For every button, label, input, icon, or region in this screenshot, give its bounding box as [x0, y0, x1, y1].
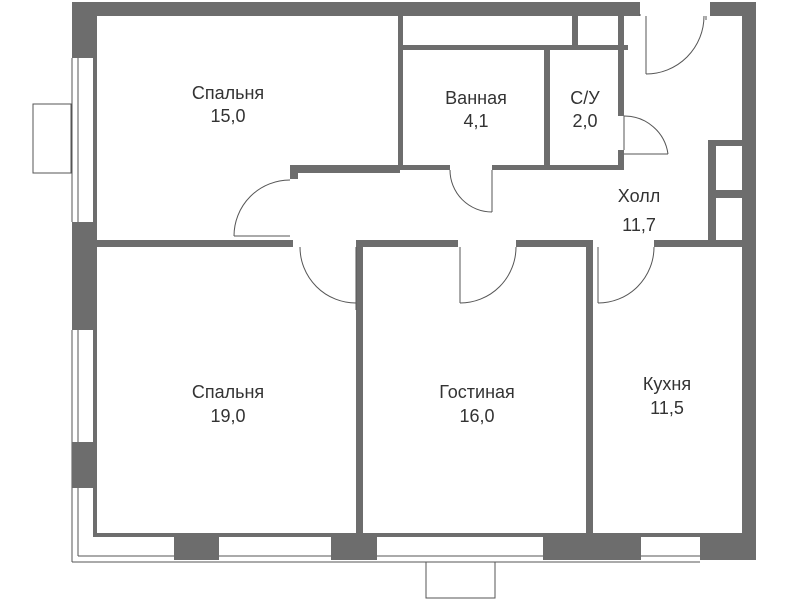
wall-wc-right	[618, 16, 624, 116]
wall-left-low	[72, 442, 97, 488]
wall-wc-right-low	[618, 150, 624, 170]
room-name: Ванная	[445, 88, 507, 108]
room-bedroom-1: Спальня 15,0	[192, 83, 264, 126]
wall-living-top	[356, 240, 458, 247]
bottom-balcony	[425, 561, 496, 599]
wall-bath-bottom	[398, 165, 450, 170]
wall-living-right	[586, 240, 593, 536]
wall-right	[742, 2, 756, 560]
wall-hall-top	[290, 165, 400, 173]
wall-bedroom1-right	[398, 16, 403, 168]
room-kitchen: Кухня 11,5	[643, 374, 691, 418]
wall-bedroom2-right	[356, 240, 363, 536]
wall-bath-wc	[544, 48, 550, 168]
wall-small-post	[572, 16, 578, 48]
wall-bottom-pier-1	[174, 537, 219, 560]
wall-bath-top	[398, 45, 628, 50]
room-area: 4,1	[463, 111, 488, 131]
wall-hall-post	[290, 165, 298, 179]
room-area: 11,5	[650, 398, 684, 418]
wall-kitchen-top	[654, 240, 744, 247]
room-living-room: Гостиная 16,0	[439, 382, 515, 426]
room-area: 16,0	[459, 406, 494, 426]
room-name: Спальня	[192, 83, 264, 103]
wall-left-inner	[93, 16, 97, 536]
wall-bottom-inner	[93, 533, 743, 537]
wall-left-mid	[72, 222, 97, 330]
wall-living-top-2	[516, 240, 588, 247]
room-area: 2,0	[572, 111, 597, 131]
room-bedroom-2: Спальня 19,0	[192, 382, 264, 426]
wall-bottom-pier-2	[331, 537, 377, 560]
room-name: Холл	[618, 186, 660, 206]
wall-bath-bottom-2	[492, 165, 624, 170]
room-name: Спальня	[192, 382, 264, 402]
room-hall: Холл 11,7	[618, 186, 660, 235]
room-name: Кухня	[643, 374, 691, 394]
doors	[233, 14, 707, 310]
wall-top	[72, 2, 640, 16]
closet-outer	[708, 140, 744, 146]
room-area: 15,0	[210, 106, 245, 126]
left-balcony	[32, 103, 72, 174]
balcony-lines	[32, 58, 700, 599]
wall-left-top	[72, 2, 97, 58]
wall-bottom-pier-3	[543, 537, 641, 560]
room-area: 11,7	[622, 215, 656, 235]
room-area: 19,0	[210, 406, 245, 426]
walls	[72, 2, 756, 560]
wall-bedroom-divider	[93, 240, 293, 247]
wall-bottom-pier-4	[700, 537, 756, 560]
room-labels: Спальня 15,0 Ванная 4,1 С/У 2,0 Холл 11,…	[192, 83, 691, 426]
room-name: Гостиная	[439, 382, 515, 402]
room-name: С/У	[570, 88, 600, 108]
closet-mid	[708, 190, 744, 198]
room-wc: С/У 2,0	[570, 88, 600, 131]
room-bathroom: Ванная 4,1	[445, 88, 507, 131]
